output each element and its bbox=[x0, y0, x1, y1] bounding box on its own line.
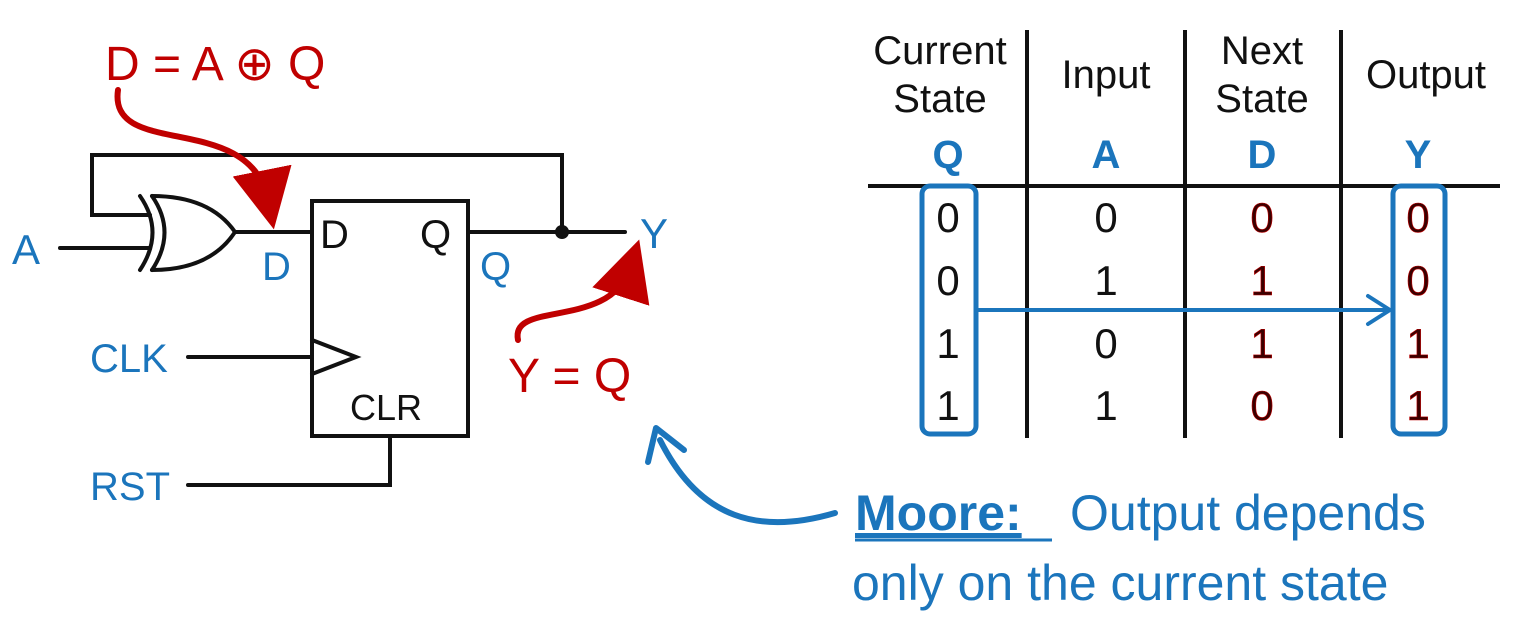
ff-d-label: D bbox=[320, 213, 349, 257]
input-a-label: A bbox=[12, 226, 40, 273]
table-cell: 1 bbox=[936, 320, 959, 367]
header-next-line2: State bbox=[1215, 77, 1308, 121]
table-cell: 1 bbox=[1406, 382, 1429, 429]
table-cell: 1 bbox=[1250, 320, 1273, 367]
header-sub-a: A bbox=[1092, 133, 1121, 177]
clk-label: CLK bbox=[90, 337, 168, 381]
table-cell: 0 bbox=[936, 257, 959, 304]
table-cell: 1 bbox=[1094, 382, 1117, 429]
output-equation: Y = Q bbox=[508, 350, 631, 403]
output-y-label: Y bbox=[640, 210, 668, 257]
table-cell: 1 bbox=[936, 382, 959, 429]
output-highlight bbox=[1390, 183, 1448, 437]
table-cell: 1 bbox=[1250, 257, 1273, 304]
equations: D = A ⊕ Q Y = Q bbox=[105, 38, 650, 403]
next-state-equation: D = A ⊕ Q bbox=[105, 38, 325, 91]
header-current-line1: Current bbox=[873, 29, 1006, 73]
table-cell: 0 bbox=[1250, 194, 1273, 241]
rst-wire bbox=[186, 434, 392, 487]
next-state-arrow bbox=[114, 87, 292, 230]
header-sub-y: Y bbox=[1405, 133, 1432, 177]
header-sub-d: D bbox=[1248, 133, 1277, 177]
table-cell: 0 bbox=[1250, 382, 1273, 429]
header-output: Output bbox=[1366, 53, 1486, 97]
clr-label: CLR bbox=[350, 387, 422, 428]
moore-callout: Moore: Output depends only on the curren… bbox=[645, 425, 1426, 611]
table-cell: 0 bbox=[1406, 257, 1429, 304]
table-cell: 0 bbox=[1094, 194, 1117, 241]
d-node-label: D bbox=[262, 245, 291, 289]
callout-line1: Output depends bbox=[1070, 485, 1426, 541]
callout-line2: only on the current state bbox=[852, 555, 1388, 611]
table-cell: 0 bbox=[1406, 194, 1429, 241]
moore-term: Moore: bbox=[855, 485, 1022, 541]
header-next-line1: Next bbox=[1221, 29, 1303, 73]
circuit: A D D Q Q Y CLK CLR RST bbox=[12, 153, 668, 509]
table-cell: 0 bbox=[936, 194, 959, 241]
table-cell: 1 bbox=[1406, 320, 1429, 367]
header-sub-q: Q bbox=[932, 133, 963, 177]
state-table: Current State Input Next State Output Q … bbox=[868, 29, 1500, 438]
state-to-output-arrowhead bbox=[1366, 294, 1392, 326]
xor-gate bbox=[138, 194, 238, 272]
callout-arrowhead bbox=[645, 425, 687, 465]
rst-label: RST bbox=[90, 465, 170, 509]
table-cell: 0 bbox=[1094, 320, 1117, 367]
ff-q-label: Q bbox=[420, 213, 451, 257]
junction-dot bbox=[555, 225, 569, 239]
q-node-label: Q bbox=[480, 245, 511, 289]
feedback-wire bbox=[90, 153, 564, 234]
table-cell: 1 bbox=[1094, 257, 1117, 304]
output-arrow bbox=[514, 239, 650, 343]
header-current-line2: State bbox=[893, 77, 986, 121]
header-input: Input bbox=[1062, 53, 1151, 97]
callout-arrow bbox=[657, 437, 838, 526]
clock-triangle bbox=[310, 338, 362, 376]
